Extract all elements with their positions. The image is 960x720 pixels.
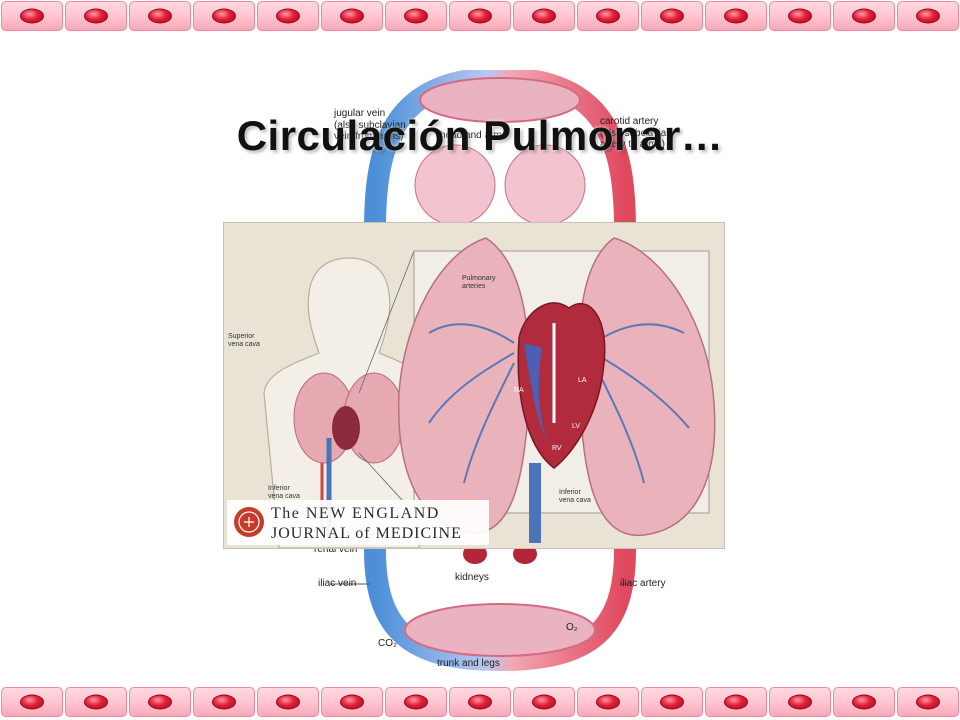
upper-capillary-bed bbox=[419, 77, 581, 123]
blood-cell-tile bbox=[449, 687, 511, 717]
blood-cell-tile bbox=[129, 1, 191, 31]
blood-cell-tile bbox=[193, 687, 255, 717]
jugular-vein-label: jugular vein bbox=[334, 108, 386, 119]
blood-cell-tile bbox=[833, 1, 895, 31]
illustration-graphic bbox=[263, 237, 716, 548]
blood-cell-tile bbox=[449, 1, 511, 31]
blood-cell-tile bbox=[257, 687, 319, 717]
trunk-legs-label: trunk and legs bbox=[437, 658, 500, 669]
heart bbox=[517, 302, 606, 469]
kidneys-shape bbox=[463, 544, 487, 564]
blood-cell-tile bbox=[641, 687, 703, 717]
blood-cell-tile bbox=[897, 687, 959, 717]
pulmonary-arteries-label: Pulmonary arteries bbox=[462, 275, 496, 290]
blood-cell-tile bbox=[705, 1, 767, 31]
co2-label: CO₂ bbox=[378, 638, 397, 649]
blood-cell-tile bbox=[897, 1, 959, 31]
circulation-loop bbox=[364, 70, 636, 672]
top-border-band bbox=[0, 0, 960, 32]
lower-capillary-bed bbox=[404, 603, 596, 657]
blood-cell-tile bbox=[833, 687, 895, 717]
journal-name-line1: The NEW ENGLAND bbox=[271, 505, 440, 522]
bottom-border-band bbox=[0, 686, 960, 718]
head-arms-label: head and arms bbox=[440, 130, 507, 141]
chamber-lv: LV bbox=[572, 423, 581, 430]
carotid-extra-label: (also subclavian artery to arms) bbox=[600, 128, 672, 150]
chamber-rv: RV bbox=[552, 445, 562, 452]
journal-logo: The NEW ENGLAND JOURNAL of MEDICINE bbox=[227, 500, 489, 545]
blood-cell-tile bbox=[321, 1, 383, 31]
inferior-vena-cava bbox=[529, 463, 541, 543]
blood-cell-tile bbox=[65, 1, 127, 31]
blood-cell-tile bbox=[1, 687, 63, 717]
inferior-vena-cava-label-right: Inferior vena cava bbox=[559, 489, 591, 504]
renal-vein-label: renal vein bbox=[314, 544, 358, 555]
blood-cell-tile bbox=[193, 1, 255, 31]
blood-cell-tile bbox=[513, 1, 575, 31]
blood-cell-tile bbox=[65, 687, 127, 717]
blood-cell-tile bbox=[769, 687, 831, 717]
chamber-ra: RA bbox=[514, 387, 524, 394]
journal-seal-icon bbox=[234, 507, 264, 537]
journal-name-line2: JOURNAL of MEDICINE bbox=[271, 525, 462, 542]
blood-cell-tile bbox=[385, 687, 447, 717]
blood-cell-tile bbox=[129, 687, 191, 717]
superior-vena-cava-label: Superior vena cava bbox=[228, 333, 260, 348]
carotid-artery-label: carotid artery bbox=[600, 116, 659, 127]
pulmonary-circulation-illustration: Superior vena cava Inferior vena cava Pu… bbox=[223, 222, 725, 549]
iliac-artery-label: iliac artery bbox=[620, 578, 666, 589]
o2-label: O₂ bbox=[566, 622, 578, 633]
slide-title: Circulación Pulmonar… bbox=[236, 112, 724, 159]
blood-cell-tile bbox=[1, 1, 63, 31]
blood-cell-tile bbox=[385, 1, 447, 31]
blood-cell-tile bbox=[641, 1, 703, 31]
blood-cell-tile bbox=[257, 1, 319, 31]
blood-cell-tile bbox=[321, 687, 383, 717]
blood-cell-tile bbox=[577, 1, 639, 31]
blood-cell-tile bbox=[769, 1, 831, 31]
iliac-vein-label: iliac vein bbox=[318, 578, 357, 589]
blood-cell-tile bbox=[513, 687, 575, 717]
blood-cell-tile bbox=[705, 687, 767, 717]
jugular-extra-label: (also subclavian vein from arms) bbox=[334, 120, 406, 142]
inferior-vena-cava-label-left: Inferior vena cava bbox=[268, 485, 300, 500]
blood-cell-tile bbox=[577, 687, 639, 717]
chamber-la: LA bbox=[578, 377, 587, 384]
kidneys-label: kidneys bbox=[455, 572, 489, 583]
